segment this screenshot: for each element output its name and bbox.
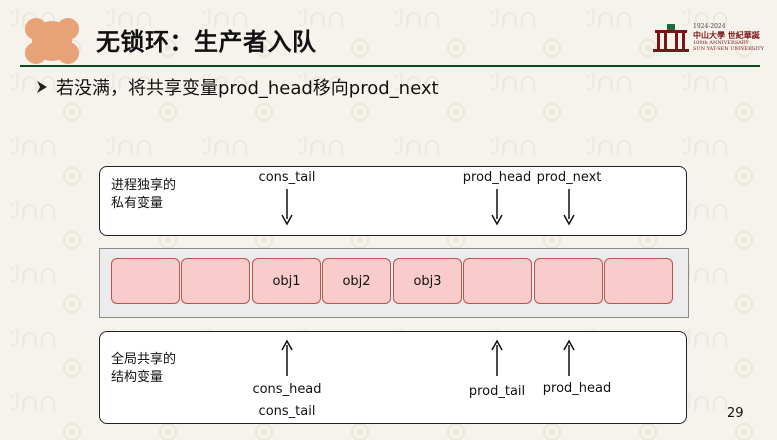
private-variables-box: 进程独享的 私有变量 — [99, 166, 687, 236]
shared-variables-box: 全局共享的 结构变量 — [99, 331, 687, 424]
university-logo: 1924-2024 中山大學 世紀華誕 100th ANNIVERSARY SU… — [653, 22, 775, 54]
private-cons-tail-label: cons_tail — [258, 170, 316, 185]
shared-cons-head-label: cons_head — [252, 382, 322, 397]
arrow-bullet-icon — [37, 81, 47, 93]
shared-prod-tail-arrow — [491, 339, 503, 376]
shared-cons-arrow — [281, 339, 293, 376]
shared-prod-head-arrow — [563, 339, 575, 376]
shared-prod-head-label: prod_head — [542, 381, 612, 396]
ring-slot-2 — [181, 258, 250, 304]
page-number: 29 — [727, 406, 744, 421]
private-variables-label: 进程独享的 私有变量 — [111, 178, 177, 211]
logo-name-cn: 中山大學 世紀華誕 — [693, 30, 760, 40]
ring-slot-8 — [604, 258, 673, 304]
bullet-point: 若没满，将共享变量prod_head移向prod_next — [36, 74, 439, 100]
university-gate-icon — [653, 24, 689, 52]
private-prod-head-label: prod_head — [462, 170, 532, 185]
private-prod-head-arrow — [491, 189, 503, 226]
ring-slot-3: obj1 — [252, 258, 321, 304]
shared-cons-tail-label: cons_tail — [258, 404, 316, 419]
ring-slot-4: obj2 — [322, 258, 391, 304]
shared-variables-label: 全局共享的 结构变量 — [111, 352, 177, 385]
private-cons-tail-arrow — [281, 189, 293, 226]
logo-name-en-2: SUN YAT-SEN UNIVERSITY — [693, 46, 764, 52]
ring-slot-7 — [534, 258, 603, 304]
title-divider — [20, 65, 760, 67]
title-badge-icon — [25, 18, 79, 64]
slide-title: 无锁环：生产者入队 — [96, 28, 317, 56]
logo-years: 1924-2024 — [693, 23, 726, 30]
private-prod-next-label: prod_next — [536, 170, 602, 185]
ring-slot-1 — [111, 258, 180, 304]
ring-slot-6 — [463, 258, 532, 304]
bullet-text: 若没满，将共享变量prod_head移向prod_next — [56, 78, 439, 99]
ring-slot-5: obj3 — [393, 258, 462, 304]
shared-prod-tail-label: prod_tail — [468, 384, 526, 399]
logo-name-en-1: 100th ANNIVERSARY — [693, 40, 749, 46]
private-prod-next-arrow — [563, 189, 575, 226]
